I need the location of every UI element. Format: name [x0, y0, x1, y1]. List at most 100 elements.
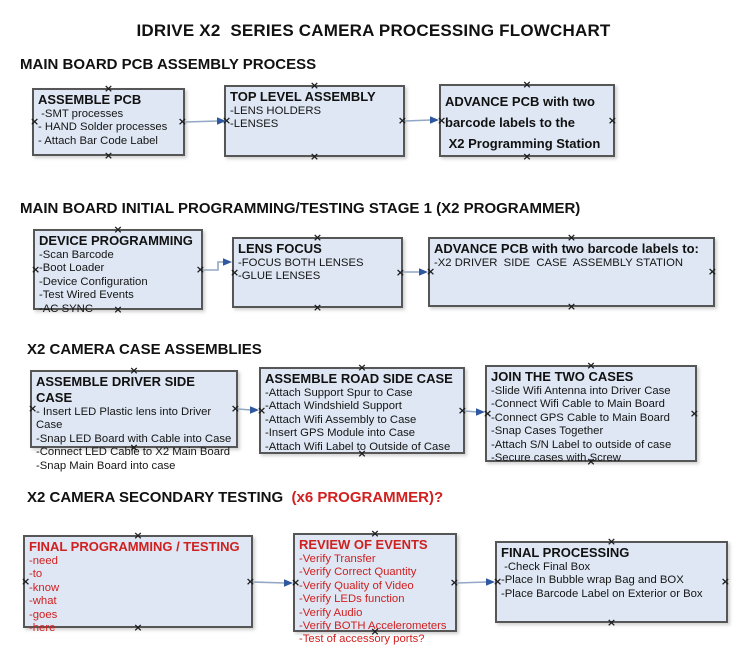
anchor-handle-icon: ×	[103, 149, 114, 162]
flow-box-final-processing: FINAL PROCESSING -Check Final Box-Place …	[493, 536, 730, 628]
box-item: -Test of accessory ports?	[299, 633, 425, 646]
section-header-text: X2 CAMERA CASE ASSEMBLIES	[27, 341, 262, 358]
flow-box-review-of-events: REVIEW OF EVENTS-Verify Transfer-Verify …	[291, 528, 459, 645]
section-header-x2-camera-secondary-testing: X2 CAMERA SECONDARY TESTING (x6 PROGRAMM…	[27, 489, 443, 506]
arrow-head-icon	[284, 579, 293, 587]
box-title: DEVICE PROGRAMMING	[39, 233, 193, 248]
anchor-handle-icon: ×	[720, 575, 730, 589]
section-header-text: MAIN BOARD INITIAL PROGRAMMING/TESTING S…	[20, 200, 581, 217]
box-item: -Insert GPS Module into Case	[265, 427, 416, 440]
box-item: -Verify Audio	[299, 606, 363, 619]
box-title: ASSEMBLE DRIVER SIDE CASE	[36, 374, 199, 405]
connector-line	[456, 581, 488, 584]
section-header-text: X2 CAMERA SECONDARY TESTING	[27, 489, 292, 506]
box-title: LENS FOCUS	[238, 241, 322, 256]
anchor-handle-icon: ×	[566, 300, 577, 313]
flow-box-advance-pcb-with-two: ADVANCE PCB with two barcode labels to th…	[437, 79, 617, 162]
flow-box-lens-focus: LENS FOCUS-FOCUS BOTH LENSES-GLUE LENSES…	[230, 232, 405, 313]
box-item: -Verify Quality of Video	[299, 579, 414, 592]
box-item: -Attach Windshield Support	[265, 400, 402, 413]
box-title: FINAL PROCESSING	[501, 545, 630, 560]
box-item: -Place In Bubble wrap Bag and BOX	[501, 574, 684, 587]
box-item: -Connect Wifi Cable to Main Board	[491, 398, 665, 411]
box-item: ADVANCE PCB with two	[445, 94, 595, 109]
connector-line	[252, 581, 286, 584]
anchor-handle-icon: ×	[177, 115, 187, 129]
page-title: IDRIVE X2 SERIES CAMERA PROCESSING FLOWC…	[136, 21, 611, 40]
box-item: -Device Configuration	[39, 275, 148, 288]
anchor-handle-icon: ×	[312, 301, 323, 314]
arrow-head-icon	[419, 268, 428, 276]
box-item: -here	[29, 622, 56, 635]
box-title: ASSEMBLE ROAD SIDE CASE	[265, 371, 453, 386]
box-item: -X2 DRIVER SIDE CASE ASSEMBLY STATION	[434, 257, 684, 269]
box-item: -Attach Wifi Assembly to Case	[265, 413, 417, 426]
section-header-main-board-pcb-assembly: MAIN BOARD PCB ASSEMBLY PROCESS	[20, 56, 316, 73]
box-title: JOIN THE TWO CASES	[491, 369, 634, 384]
box-item: -need	[29, 555, 58, 567]
anchor-handle-icon: ×	[606, 616, 617, 629]
box-item: X2 Programming Station	[445, 136, 601, 151]
anchor-handle-icon: ×	[309, 150, 320, 163]
box-item: -Attach Wifi Label to Outside of Case	[265, 440, 451, 453]
box-item: -LENS HOLDERS	[230, 105, 322, 117]
box-item: -Verify BOTH Accelerometers	[299, 620, 447, 633]
anchor-handle-icon: ×	[230, 402, 240, 416]
anchor-handle-icon: ×	[449, 575, 459, 589]
box-item: barcode labels to the	[445, 115, 576, 130]
box-title: REVIEW OF EVENTS	[299, 537, 428, 552]
box-item: - Insert LED Plastic lens into Driver Ca…	[36, 406, 215, 432]
box-item: -Verify Transfer	[299, 553, 376, 565]
box-item: - HAND Solder processes	[38, 121, 168, 134]
section-header-text: MAIN BOARD PCB ASSEMBLY PROCESS	[20, 56, 317, 73]
anchor-handle-icon: ×	[689, 406, 699, 420]
flow-box-final-programming-testing: FINAL PROGRAMMING / TESTING-need-to-know…	[21, 530, 255, 634]
flow-box-assemble-road-side-case: ASSEMBLE ROAD SIDE CASE-Attach Support S…	[257, 362, 467, 459]
flow-box-assemble-pcb: ASSEMBLE PCB -SMT processes- HAND Solder…	[30, 83, 187, 161]
anchor-handle-icon: ×	[607, 113, 617, 127]
flow-box-device-programming: DEVICE PROGRAMMING-Scan Barcode-Boot Loa…	[31, 224, 205, 315]
anchor-handle-icon: ×	[397, 114, 407, 128]
box-item: -Attach Support Spur to Case	[265, 387, 413, 399]
box-item: -goes	[29, 608, 58, 621]
box-item: -FOCUS BOTH LENSES	[238, 257, 364, 269]
box-item: -Slide Wifi Antenna into Driver Case	[491, 385, 671, 397]
connector-line	[464, 410, 478, 413]
connector-line	[404, 119, 432, 122]
box-item: -Check Final Box	[501, 561, 591, 573]
box-item: -Snap Cases Together	[491, 425, 604, 438]
arrow-head-icon	[476, 408, 485, 416]
box-title: FINAL PROGRAMMING / TESTING	[29, 539, 240, 554]
flow-box-assemble-driver-side-case: ASSEMBLE DRIVER SIDE CASE- Insert LED Pl…	[28, 365, 240, 472]
flow-box-advance-pcb-with-two: ADVANCE PCB with two barcode labels to:-…	[426, 232, 717, 312]
connector-line	[184, 120, 219, 123]
box-item: -Connect GPS Cable to Main Board	[491, 411, 670, 424]
box-item: -Boot Loader	[39, 262, 105, 275]
box-title: TOP LEVEL ASSEMBLY	[230, 89, 376, 104]
anchor-handle-icon: ×	[707, 265, 717, 279]
box-item: -Snap LED Board with Cable into Case	[36, 432, 232, 445]
flow-box-join-the-two-cases: JOIN THE TWO CASES-Slide Wifi Antenna in…	[483, 360, 699, 467]
box-item: -to	[29, 568, 43, 581]
arrow-head-icon	[250, 406, 259, 414]
anchor-handle-icon: ×	[245, 574, 255, 588]
arrow-head-icon	[223, 258, 232, 266]
anchor-handle-icon: ×	[522, 78, 532, 91]
anchor-handle-icon: ×	[395, 265, 405, 279]
anchor-handle-icon: ×	[457, 403, 467, 417]
box-item: -AC SYNC	[39, 302, 93, 315]
box-item: -Verify Correct Quantity	[299, 566, 417, 579]
flow-box-top-level-assembly: TOP LEVEL ASSEMBLY-LENS HOLDERS-LENSES××…	[222, 80, 407, 162]
box-item: -Connect LED Cable to X2 Main Board	[36, 446, 231, 459]
box-item: -Place Barcode Label on Exterior or Box	[501, 587, 703, 600]
box-title: ASSEMBLE PCB	[38, 92, 142, 107]
box-item: -what	[29, 595, 57, 608]
connector-line	[203, 261, 224, 271]
box-item: -Verify LEDs function	[299, 593, 405, 606]
box-item: -Snap Main Board into case	[36, 459, 176, 472]
box-item: -Secure cases with Screw	[491, 452, 621, 465]
section-header-x2-camera-case-assemblies: X2 CAMERA CASE ASSEMBLIES	[27, 341, 262, 358]
box-item: -SMT processes	[38, 108, 124, 120]
box-item: -know	[29, 581, 60, 594]
